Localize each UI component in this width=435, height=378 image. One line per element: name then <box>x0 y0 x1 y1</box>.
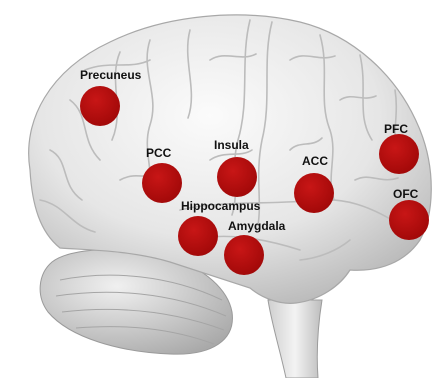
label-precuneus: Precuneus <box>80 68 142 82</box>
marker-amygdala <box>224 235 264 275</box>
label-acc: ACC <box>302 154 328 168</box>
marker-hippocampus <box>178 216 218 256</box>
brain-stem <box>268 300 322 378</box>
marker-pcc <box>142 163 182 203</box>
marker-pfc <box>379 134 419 174</box>
label-pcc: PCC <box>146 146 172 160</box>
label-amygdala: Amygdala <box>228 219 286 233</box>
marker-precuneus <box>80 86 120 126</box>
marker-acc <box>294 173 334 213</box>
label-hippocampus: Hippocampus <box>181 199 261 213</box>
label-pfc: PFC <box>384 122 408 136</box>
label-insula: Insula <box>214 138 249 152</box>
marker-insula <box>217 157 257 197</box>
label-ofc: OFC <box>393 187 419 201</box>
marker-ofc <box>389 200 429 240</box>
